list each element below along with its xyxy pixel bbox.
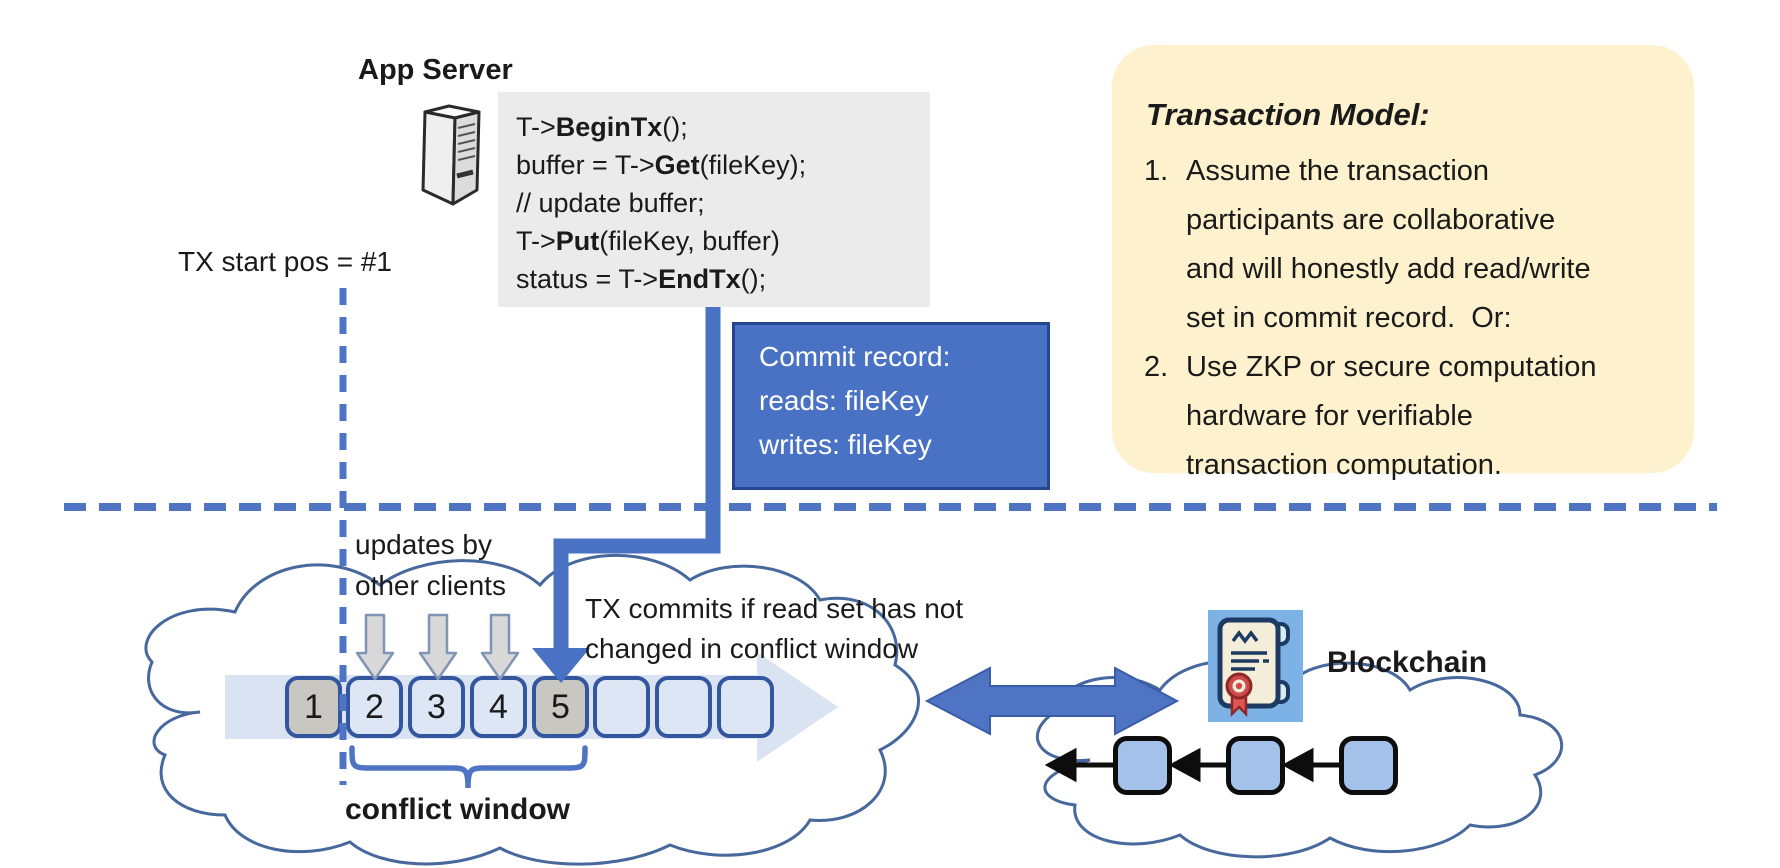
transaction-model-item-2: 2. Use ZKP or secure computation hardwar… [1144,343,1664,490]
tx-commits-note: TX commits if read set has not changed i… [585,589,963,669]
commit-record-box: Commit record: reads: fileKey writes: fi… [732,322,1050,490]
code-line: T->Put(fileKey, buffer) [516,226,780,256]
ledger-block-5: 5 [532,676,589,738]
list-number: 2. [1144,351,1169,383]
ledger-block-number: 5 [551,687,570,726]
commit-record-title: Commit record: [759,341,951,372]
list-number: 1. [1144,155,1169,187]
transaction-code-block: T->BeginTx(); buffer = T->Get(fileKey); … [498,92,930,307]
code-line: buffer = T->Get(fileKey); [516,150,807,180]
ledger-block-number: 4 [489,687,508,726]
ledger-block-number: 1 [304,687,323,726]
transaction-model-title: Transaction Model: [1146,97,1430,132]
code-line: // update buffer; [516,188,705,218]
code-line: status = T->EndTx(); [516,264,767,294]
tx-commits-line1: TX commits if read set has not [585,593,964,624]
transaction-model-box: Transaction Model: 1. Assume the transac… [1112,45,1694,481]
updates-by-other-clients-label: updates by other clients [355,524,506,606]
transaction-model-item-1: 1. Assume the transaction participants a… [1144,147,1664,343]
server-icon [413,96,493,214]
conflict-window-brace [349,745,588,789]
update-arrows [355,613,520,681]
chain-link-arrows [1044,747,1339,783]
commit-flow-elbow-arrow [532,307,721,683]
blockchain-block-3 [1339,736,1398,795]
certificate-scroll-graphic [1217,617,1290,718]
updates-label-line2: other clients [355,570,506,601]
ledger-block-1: 1 [285,676,342,738]
ledger-block-number: 3 [427,687,446,726]
list-text: Assume the transaction participants are … [1186,155,1591,334]
commit-record-reads: reads: fileKey [759,385,929,416]
ledger-block-empty-1 [593,676,650,738]
tx-commits-line2: changed in conflict window [585,633,919,664]
sync-double-arrow [924,666,1180,736]
commit-record-writes: writes: fileKey [759,429,932,460]
certificate-icon [1208,610,1303,722]
server-tower-graphic [421,104,481,206]
update-arrow-icon [355,613,395,681]
ledger-block-number: 2 [365,687,384,726]
blockchain-block-2 [1226,736,1285,795]
code-line: T->BeginTx(); [516,112,688,142]
ledger-block-empty-3 [717,676,774,738]
updates-label-line1: updates by [355,529,492,560]
update-arrow-icon [480,613,520,681]
list-text: Use ZKP or secure computation hardware f… [1186,351,1597,481]
app-server-title: App Server [358,54,513,86]
conflict-window-label: conflict window [345,793,570,826]
blockchain-title: Blockchain [1327,646,1488,679]
ledger-block-4: 4 [470,676,527,738]
ledger-block-empty-2 [655,676,712,738]
update-arrow-icon [418,613,458,681]
blockchain-block-1 [1113,736,1172,795]
tx-start-pos-label: TX start pos = #1 [178,246,392,277]
